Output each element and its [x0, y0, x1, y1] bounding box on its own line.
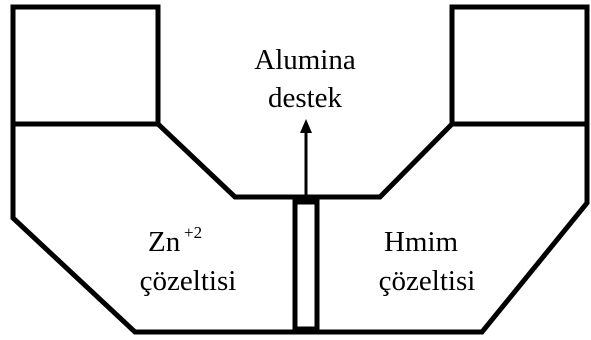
zn-charge: +2: [184, 223, 202, 242]
right-upper-compartment: [449, 4, 590, 124]
left-upper-compartment: [10, 4, 161, 124]
support-label-line2: destek: [268, 82, 343, 114]
zn-symbol: Zn: [148, 226, 181, 258]
right-solution-line2: çözeltisi: [379, 265, 476, 297]
left-solution-ion: Zn: [148, 226, 181, 258]
left-solution-word: çözeltisi: [140, 265, 237, 297]
support-label-line1: Alumina: [254, 44, 356, 76]
alumina-support-membrane: [292, 199, 320, 332]
lower-cell-body: [10, 121, 590, 335]
support-arrow-head: [300, 119, 312, 133]
right-solution-line1: Hmim: [384, 226, 459, 258]
